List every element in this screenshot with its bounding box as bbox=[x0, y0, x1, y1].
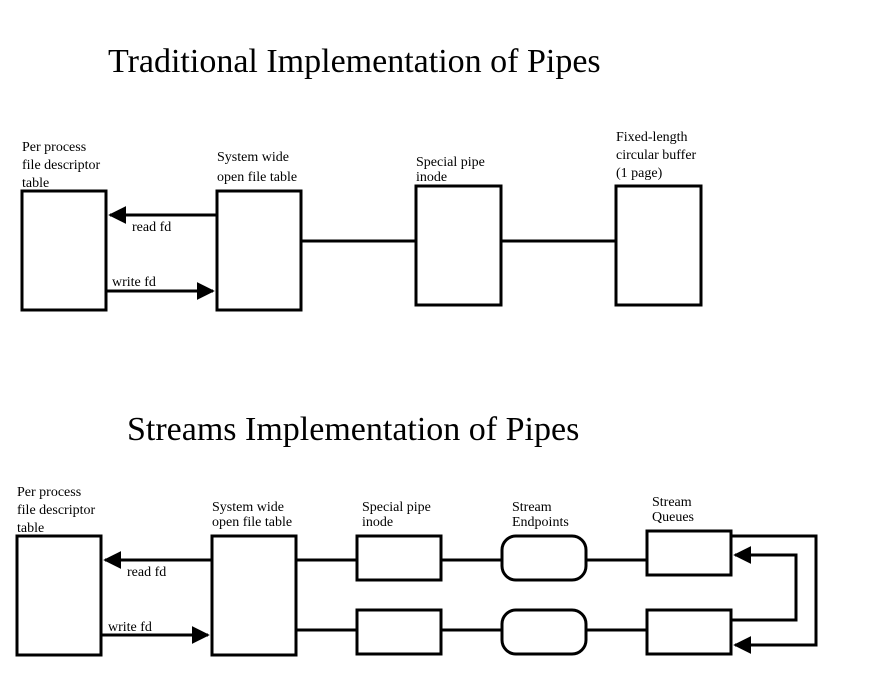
trad-read-fd-label: read fd bbox=[132, 220, 171, 235]
streams-endpoints-label: Stream Endpoints bbox=[512, 500, 569, 530]
streams-fd-table-box bbox=[15, 534, 103, 657]
streams-queue-lower bbox=[645, 608, 733, 656]
streams-inode-box-lower bbox=[355, 608, 443, 656]
trad-buffer-box bbox=[614, 184, 703, 307]
streams-endpoint-lower bbox=[500, 608, 588, 656]
streams-fd-table-label: Per process file descriptor table bbox=[17, 485, 99, 536]
streams-queue-upper bbox=[645, 529, 733, 577]
streams-open-file-table-label: System wide open file table bbox=[212, 500, 292, 530]
trad-fd-table-label: Per process file descriptor table bbox=[22, 140, 104, 191]
trad-pipe-inode-label: Special pipe inode bbox=[416, 155, 488, 185]
streams-pipe-inode-label: Special pipe inode bbox=[362, 500, 434, 530]
trad-fd-table-box bbox=[20, 189, 108, 312]
trad-open-file-table-label: System wide open file table bbox=[217, 150, 297, 185]
streams-title: Streams Implementation of Pipes bbox=[127, 411, 579, 448]
trad-pipe-inode-box bbox=[414, 184, 503, 307]
trad-buffer-label: Fixed-length circular buffer (1 page) bbox=[616, 130, 700, 181]
streams-queues-label: Stream Queues bbox=[652, 495, 695, 525]
trad-write-fd-label: write fd bbox=[112, 275, 156, 290]
streams-queue-loop-outer bbox=[731, 534, 818, 654]
streams-inode-box-upper bbox=[355, 534, 443, 582]
streams-read-fd-label: read fd bbox=[127, 565, 166, 580]
streams-open-file-table-box bbox=[210, 534, 298, 657]
streams-queue-loop-inner bbox=[731, 546, 798, 622]
trad-open-file-table-box bbox=[215, 189, 303, 312]
streams-endpoint-upper bbox=[500, 534, 588, 582]
traditional-title: Traditional Implementation of Pipes bbox=[108, 43, 601, 80]
streams-write-fd-label: write fd bbox=[108, 620, 152, 635]
